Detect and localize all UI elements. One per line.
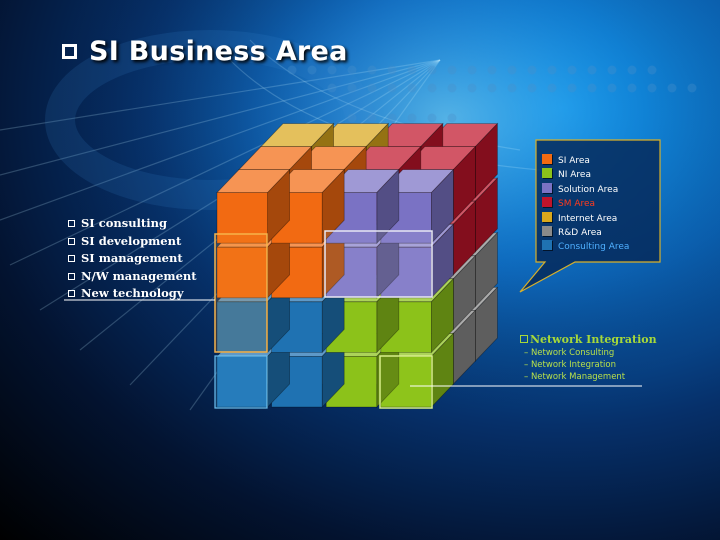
legend-label: Internet Area	[558, 213, 618, 224]
list-item: SI consulting	[68, 215, 197, 233]
highlight-box	[214, 355, 268, 409]
legend-item: Consulting Area	[542, 240, 629, 254]
legend-label: Consulting Area	[558, 242, 630, 253]
legend-label: SM Area	[558, 199, 596, 210]
checkbox-icon	[68, 290, 75, 298]
ni-service-list: – Network Consulting – Network Integrati…	[524, 347, 625, 384]
list-item: SI development	[68, 233, 197, 251]
checkbox-icon	[68, 220, 75, 227]
legend-swatch	[542, 225, 552, 236]
ni-heading-text: Network Integration	[530, 333, 657, 346]
si-service-list: SI consulting SI development SI manageme…	[68, 215, 197, 303]
list-item-label: SI consulting	[81, 216, 168, 230]
cube-face	[216, 192, 269, 244]
highlight-box	[379, 355, 433, 409]
list-item-label: N/W management	[81, 268, 197, 283]
checkbox-icon	[62, 44, 77, 59]
list-item-label: Network Consulting	[530, 348, 615, 358]
list-item: – Network Consulting	[524, 348, 615, 358]
cube-face	[216, 355, 269, 408]
list-item-label: New technology	[81, 286, 184, 301]
highlight-box	[324, 230, 433, 298]
legend-label: R&D Area	[558, 227, 602, 238]
list-item: N/W management	[68, 268, 197, 286]
checkbox-icon	[68, 255, 75, 263]
legend-swatch	[542, 154, 552, 164]
legend-label: NI Area	[558, 170, 591, 181]
legend-label: SI Area	[558, 156, 590, 166]
list-item: SI management	[68, 250, 197, 268]
legend-swatch	[542, 182, 552, 193]
legend-item: R&D Area	[542, 225, 629, 240]
legend-item: Solution Area	[542, 182, 629, 197]
list-item-label: SI development	[81, 233, 182, 248]
list-item: – Network Management	[524, 372, 626, 383]
list-item: New technology	[68, 285, 197, 303]
legend-swatch	[542, 168, 552, 179]
legend-item: SI Area	[542, 154, 629, 168]
title-text: SI Business Area	[89, 36, 348, 67]
ni-heading: Network Integration	[520, 333, 657, 346]
legend-item: Internet Area	[542, 211, 629, 226]
legend-item: NI Area	[542, 168, 629, 182]
page-title: SI Business Area	[62, 36, 348, 67]
legend-swatch	[542, 240, 552, 251]
legend-label: Solution Area	[558, 184, 619, 195]
list-item-label: SI management	[81, 251, 183, 266]
legend: SI Area NI Area Solution Area SM Area In…	[542, 154, 629, 255]
highlight-box	[214, 233, 268, 353]
checkbox-icon	[520, 335, 528, 343]
legend-swatch	[542, 211, 552, 222]
checkbox-icon	[68, 237, 75, 245]
checkbox-icon	[68, 272, 75, 280]
list-item-label: Network Integration	[530, 360, 616, 371]
list-item: – Network Integration	[524, 360, 616, 371]
legend-item: SM Area	[542, 197, 629, 211]
legend-swatch	[542, 197, 552, 208]
list-item-label: Network Management	[530, 372, 626, 383]
